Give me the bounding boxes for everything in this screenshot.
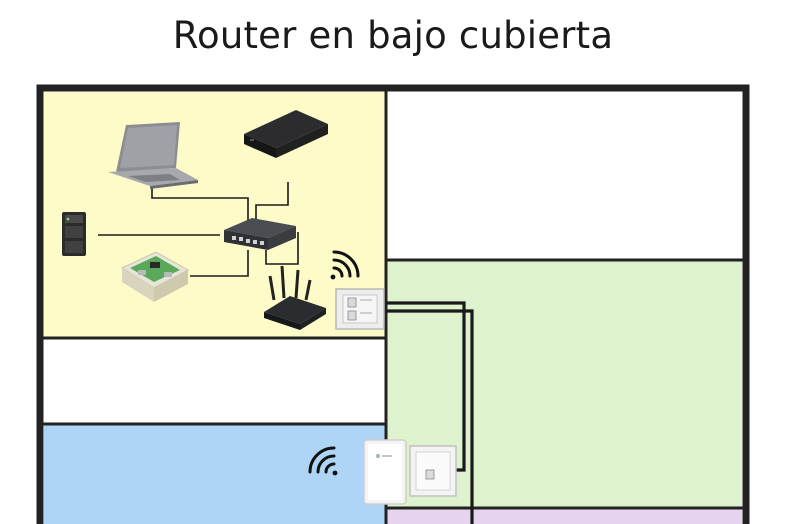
room-top-left (44, 92, 386, 338)
cable-outlet-down (386, 309, 474, 524)
structured-cables (386, 301, 474, 524)
cable-pi-switch (190, 250, 249, 277)
cable-laptop-switch (151, 186, 249, 220)
room-left-middle (44, 338, 386, 424)
room-bottom-left (44, 424, 386, 524)
cable-minipc-switch (255, 182, 289, 220)
wifi-signal-icon (330, 250, 360, 280)
access-point-icon (363, 439, 407, 505)
outer-wall (36, 84, 750, 524)
raspberry-pi-icon (120, 251, 190, 302)
laptop-icon (108, 122, 198, 189)
nas-icon (62, 212, 86, 256)
network-switch-icon (224, 218, 296, 250)
cable-switch-router (265, 232, 299, 265)
room-top-right (386, 92, 742, 260)
ethernet-wall-outlet-icon (335, 288, 385, 330)
ethernet-wall-outlet-2-icon (409, 445, 457, 497)
wifi-signal-icon-ap (308, 446, 338, 476)
mini-pc-icon (244, 110, 328, 158)
patch-cables (98, 182, 299, 277)
room-bottom-right (386, 508, 742, 524)
cable-outlet-ap (386, 301, 466, 472)
diagram-title: Router en bajo cubierta (172, 14, 614, 57)
wifi-router-icon (264, 265, 326, 330)
rooms (44, 92, 742, 524)
